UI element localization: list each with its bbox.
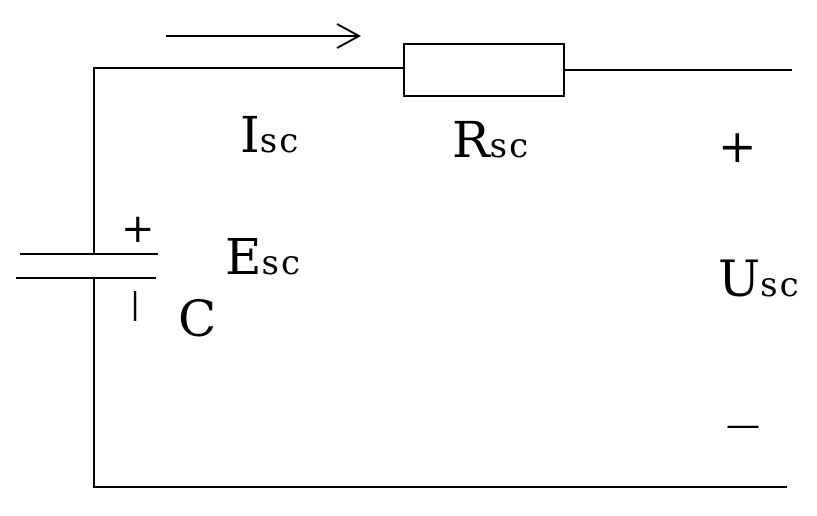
current-arrow-head — [336, 23, 362, 49]
capacitor — [16, 253, 158, 279]
output-minus-sign: — — [726, 405, 760, 445]
current-arrow — [166, 23, 362, 49]
voltage-label: Usc — [718, 250, 801, 308]
capacitor-label: C — [178, 290, 216, 348]
capacitor-minus-sign: | — [130, 287, 140, 322]
output-plus-sign: + — [718, 119, 757, 173]
resistor-label: Rsc — [452, 111, 530, 169]
capacitor-plus-sign: + — [121, 206, 155, 252]
resistor-rsc — [403, 43, 565, 97]
emf-label: Esc — [225, 228, 302, 286]
wires — [93, 67, 792, 488]
current-label: Isc — [240, 106, 300, 164]
